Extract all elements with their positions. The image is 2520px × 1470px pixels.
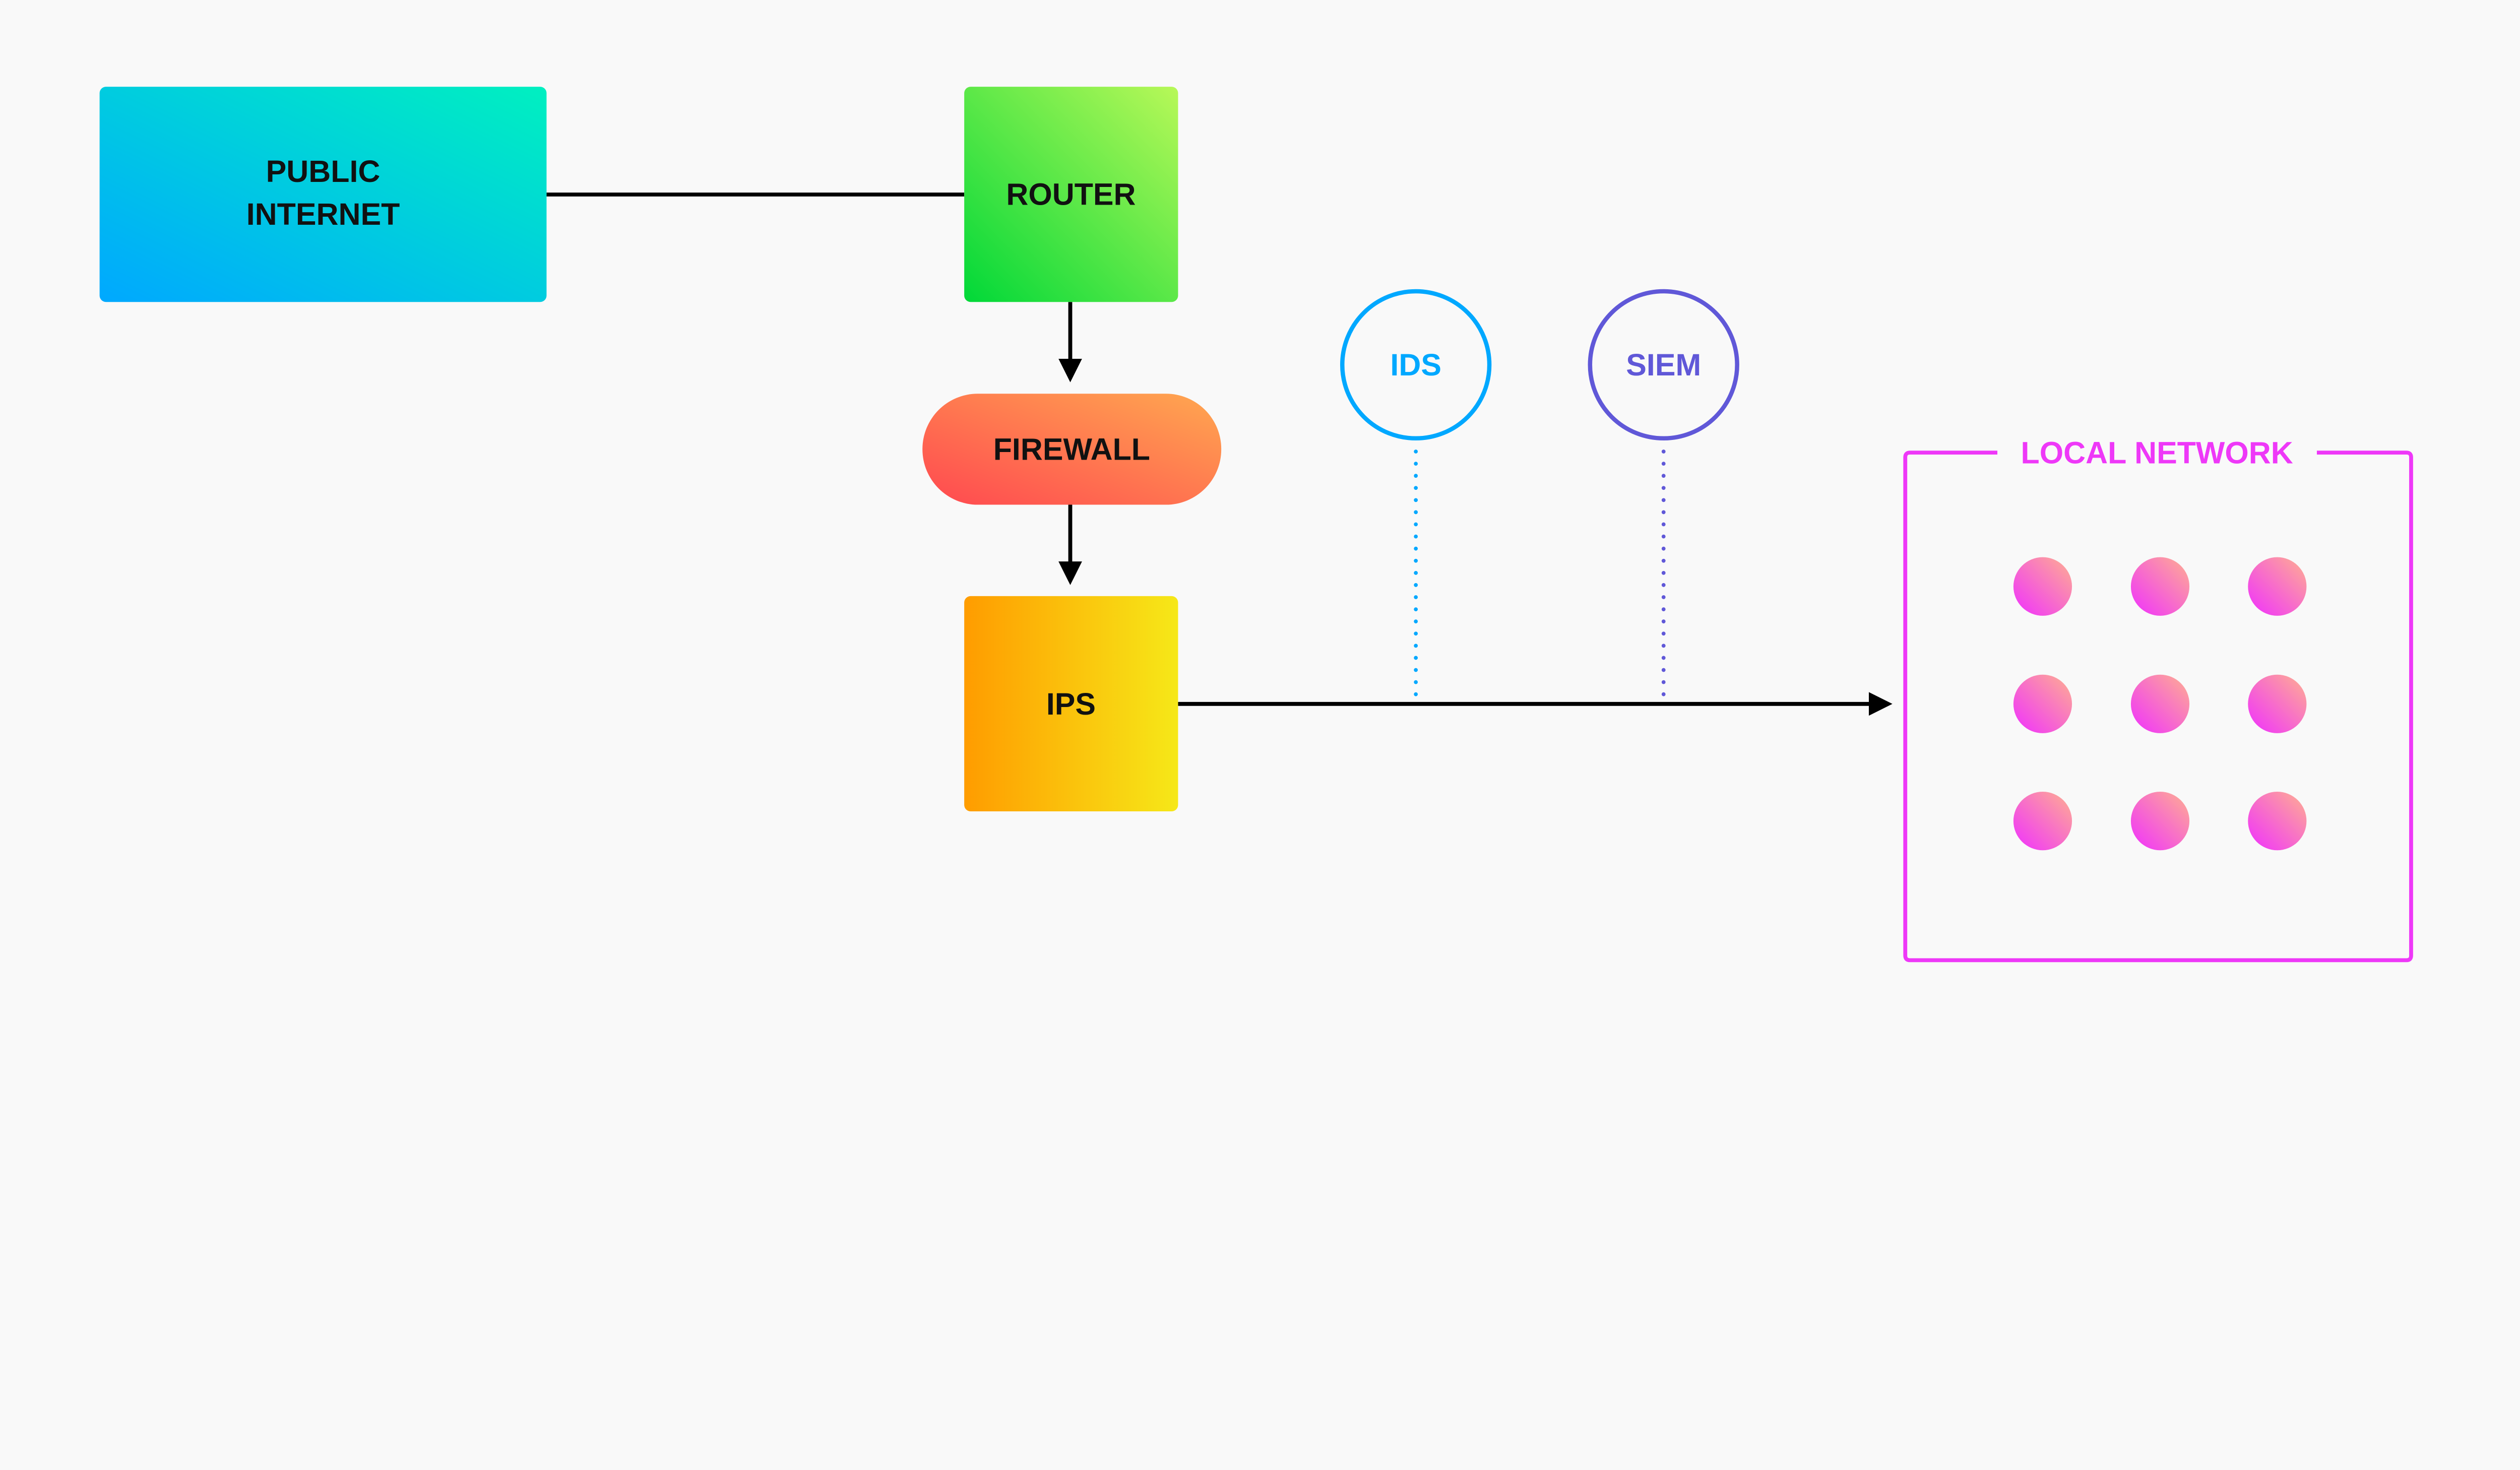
device-grid: [2013, 557, 2307, 851]
device-node[interactable]: [2013, 557, 2072, 616]
local-network-label: LOCAL NETWORK: [2021, 435, 2293, 470]
device-node[interactable]: [2130, 674, 2190, 733]
device-node[interactable]: [2248, 674, 2307, 733]
ips-node[interactable]: IPS: [964, 596, 1178, 812]
device-node[interactable]: [2013, 792, 2072, 851]
public-internet-label-line2: INTERNET: [246, 197, 400, 231]
device-node[interactable]: [2248, 557, 2307, 616]
ids-node[interactable]: IDS: [1340, 289, 1492, 441]
public-internet-label-line1: PUBLIC: [266, 154, 381, 188]
device-node[interactable]: [2248, 792, 2307, 851]
network-diagram: PUBLIC INTERNET ROUTER FIREWALL IPS IDS …: [99, 87, 2413, 963]
ids-label: IDS: [1390, 348, 1441, 382]
firewall-node[interactable]: FIREWALL: [922, 394, 1222, 505]
router-node[interactable]: ROUTER: [964, 87, 1178, 302]
local-network-group[interactable]: LOCAL NETWORK: [1903, 435, 2413, 963]
device-node[interactable]: [2013, 674, 2072, 733]
public-internet-node[interactable]: PUBLIC INTERNET: [99, 87, 547, 302]
device-node[interactable]: [2130, 557, 2190, 616]
siem-label: SIEM: [1626, 348, 1701, 382]
ips-label: IPS: [1046, 687, 1096, 721]
device-node[interactable]: [2130, 792, 2190, 851]
siem-node[interactable]: SIEM: [1588, 289, 1739, 441]
router-label: ROUTER: [1006, 177, 1136, 212]
firewall-label: FIREWALL: [993, 432, 1150, 466]
